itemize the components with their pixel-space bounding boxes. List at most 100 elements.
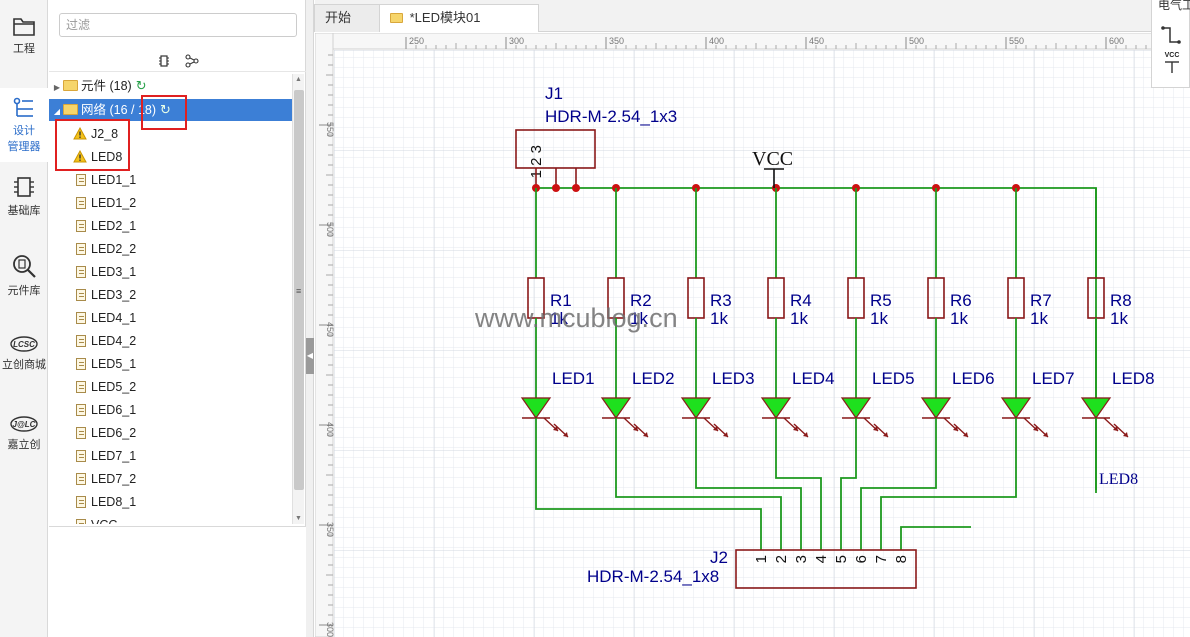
ruler-label: 350 [609,36,624,46]
tree-item-net[interactable]: LED7_2 [49,468,136,490]
rail-lcsc-mall[interactable]: LCSC 立创商城 [0,334,51,372]
jlc-logo-icon: J@LC [10,416,38,432]
scroll-up-icon[interactable]: ▲ [295,76,302,83]
scrollbar-thumb[interactable] [294,90,304,490]
tree-item-net[interactable]: LED1_2 [49,192,136,214]
refresh-icon[interactable]: ↻ [135,78,147,93]
resistor-value: 1k [790,309,808,328]
j2-ref: J2 [710,548,728,567]
tree-item-warning[interactable]: J2_8 [49,123,118,145]
rail-project[interactable]: 工程 [0,14,48,56]
rail-basic-library[interactable]: 基础库 [0,174,48,218]
tree-item-net[interactable]: LED3_1 [49,261,136,283]
led-j2-wire [535,418,762,550]
tree-item-label: LED2_2 [91,242,137,256]
tree-item-net[interactable]: LED7_1 [49,445,136,467]
rail-design-manager[interactable]: 设计 管理器 [0,88,48,162]
tree-item-net[interactable]: LED1_1 [49,169,136,191]
junction-dot [552,184,560,192]
ruler-label: 400 [709,36,724,46]
ruler-label: 600 [1109,36,1124,46]
folder-open-icon [63,104,78,115]
rail-component-library[interactable]: 元件库 [0,252,48,298]
tree-item-warning[interactable]: LED8 [49,146,122,168]
scroll-down-icon[interactable]: ▼ [295,515,302,522]
net-icon [76,358,86,370]
led-body [1000,397,1032,420]
led-j2-wire [840,418,857,550]
properties-area [49,526,306,637]
tree-item-label: LED2_1 [91,219,137,233]
j2-value: HDR-M-2.54_1x8 [587,567,719,586]
tree-scrollbar[interactable]: ▲ ≡ ▼ [292,74,304,524]
net-icon [76,312,86,324]
tree-item-net[interactable]: VCC [49,514,117,524]
j2-pin-number: 7 [873,555,890,563]
tree-item-net[interactable]: LED3_2 [49,284,136,306]
tree-item-net[interactable]: LED2_1 [49,215,136,237]
led-ref: LED2 [632,369,675,388]
j2-pin-number: 5 [833,555,850,563]
led-arrowhead [953,426,958,431]
resistor-value: 1k [950,309,968,328]
tree-item-net[interactable]: LED4_1 [49,307,136,329]
net-icon [76,404,86,416]
net-icon [76,496,86,508]
component-view-icon[interactable] [157,54,171,68]
tree-node-nets[interactable]: ◢网络 (16 / 18)↻ [49,99,292,121]
search-chip-icon [13,255,36,278]
collapse-panel-icon[interactable]: ◀ [306,338,314,374]
tree-node-components[interactable]: ▶元件 (18)↻ [49,75,292,97]
led-arrowhead [1033,426,1038,431]
led-arrowhead [723,432,728,437]
tab-start[interactable]: 开始 [314,4,381,32]
j2-pin-number: 6 [853,555,870,563]
vcc-tool[interactable]: VCC [1160,52,1184,77]
resistor-ref: R7 [1030,291,1052,310]
resistor-value: 1k [550,309,568,328]
net-icon [76,450,86,462]
tree-item-net[interactable]: LED6_1 [49,399,136,421]
tab-led-module[interactable]: *LED模块01 [379,4,539,32]
net-icon [76,243,86,255]
rail-project-label: 工程 [13,43,35,55]
led-body [520,397,552,420]
refresh-icon[interactable]: ↻ [160,102,171,117]
tree-item-net[interactable]: LED6_2 [49,422,136,444]
scroll-grip-icon: ≡ [296,286,302,296]
tree-item-net[interactable]: LED8_1 [49,491,136,513]
expand-caret-icon[interactable]: ▶ [53,83,61,92]
resistor-ref: R2 [630,291,652,310]
tree-item-label: LED3_2 [91,288,137,302]
tree-item-label: J2_8 [91,127,119,141]
tree-item-label: LED7_1 [91,449,137,463]
net-icon [76,266,86,278]
led-arrowhead [793,426,798,431]
panel-splitter[interactable]: ◀ [306,0,314,637]
tree-item-net[interactable]: LED4_2 [49,330,136,352]
collapse-caret-icon[interactable]: ◢ [53,107,61,116]
tree-item-label: LED7_2 [91,472,137,486]
j1-ref: J1 [545,84,563,103]
net-icon [76,381,86,393]
ruler-label: 500 [909,36,924,46]
led-arrowhead [803,432,808,437]
vcc-tool-label: VCC [1164,52,1180,59]
tree-item-net[interactable]: LED2_2 [49,238,136,260]
rail-basic-library-label: 基础库 [7,205,41,217]
design-manager-icon [13,97,33,117]
chip-icon [14,177,34,197]
tree-item-net[interactable]: LED5_1 [49,353,136,375]
rail-jlc[interactable]: J@LC 嘉立创 [0,414,48,452]
filter-input[interactable] [59,13,297,37]
tree-item-net[interactable]: LED5_2 [49,376,136,398]
ruler-label: 450 [809,36,824,46]
resistor-ref: R6 [950,291,972,310]
net-view-icon[interactable] [185,54,199,68]
wire-tool-icon[interactable] [1160,24,1182,46]
tree-item-label: LED4_2 [91,334,137,348]
tree-item-label: LED1_2 [91,196,137,210]
top-ruler [315,33,1190,50]
